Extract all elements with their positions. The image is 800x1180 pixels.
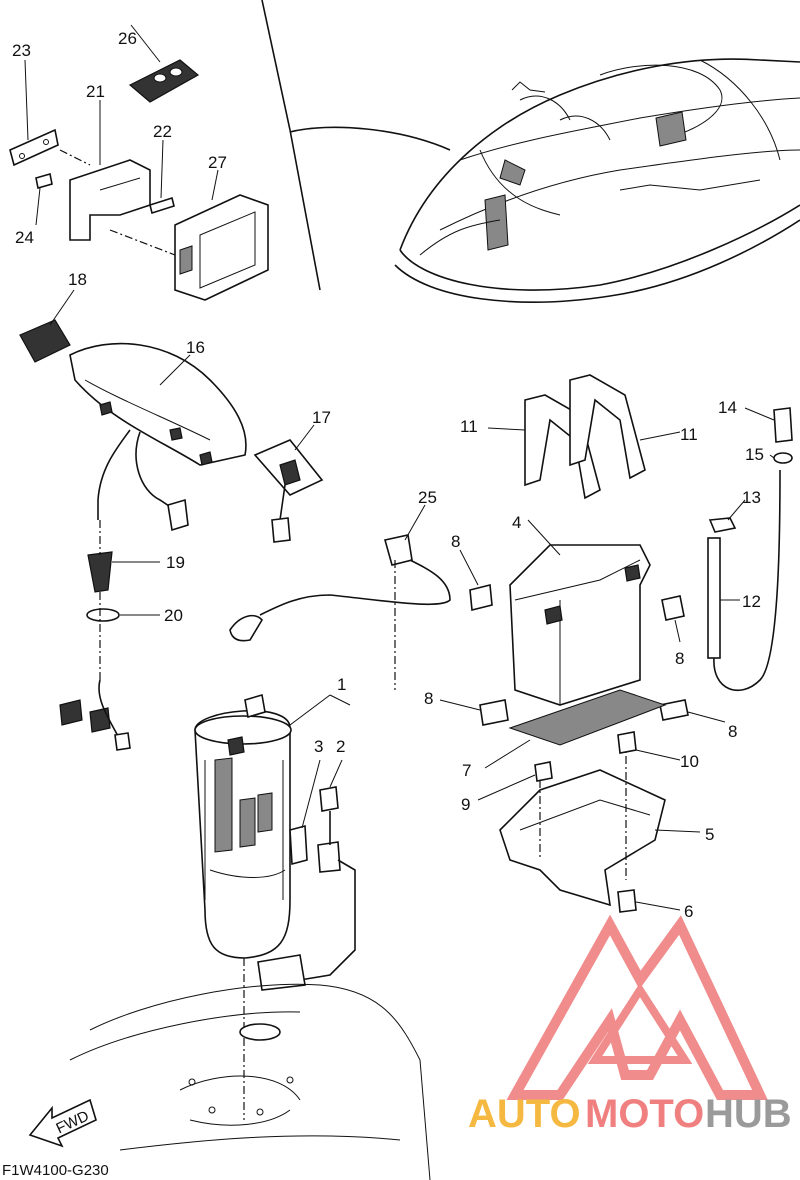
callout-7: 7 — [462, 761, 471, 780]
part-13-clip — [708, 499, 746, 533]
leader-line-jetski — [289, 126, 451, 151]
part-8-pads — [439, 549, 726, 726]
callout-8a: 8 — [451, 532, 460, 551]
callout-8b: 8 — [675, 649, 684, 668]
callout-26: 26 — [118, 29, 137, 48]
callout-17: 17 — [312, 408, 331, 427]
callout-20: 20 — [164, 606, 183, 625]
callout-15: 15 — [745, 445, 764, 464]
part-17-holder — [253, 424, 324, 543]
divider-line — [261, 0, 321, 291]
callout-8c: 8 — [424, 689, 433, 708]
callout-10: 10 — [680, 752, 699, 771]
part-7-mat — [484, 689, 667, 769]
part-11-straps — [487, 374, 681, 500]
callout-24: 24 — [15, 228, 34, 247]
callout-27: 27 — [208, 153, 227, 172]
callout-11b: 11 — [680, 425, 698, 444]
watermark-hub: HUB — [705, 1092, 792, 1136]
callout-13: 13 — [742, 488, 761, 507]
part-6-collar — [617, 889, 681, 913]
callout-4: 4 — [512, 513, 521, 532]
watercraft-illustration — [394, 58, 800, 303]
callout-1: 1 — [337, 675, 346, 694]
callout-19: 19 — [166, 553, 185, 572]
part-10-bolt — [617, 731, 681, 761]
part-18-bracket — [19, 289, 75, 363]
part-24-rivet — [35, 172, 53, 226]
part-2-connector — [257, 759, 356, 991]
part-12-hose — [707, 469, 781, 691]
part-19-grommet — [87, 520, 160, 593]
part-1-fuel-pump — [194, 693, 351, 1120]
harness-connector — [59, 679, 131, 751]
part-27-ecu — [174, 169, 269, 301]
part-14-fitting — [744, 407, 793, 443]
callout-14: 14 — [718, 398, 737, 417]
part-16-meter — [69, 342, 247, 532]
fwd-arrow-icon: FWD — [28, 1098, 97, 1148]
part-22-bolt — [149, 139, 175, 215]
part-15-clamp — [769, 452, 793, 464]
part-4-battery — [509, 519, 651, 706]
callout-11a: 11 — [460, 417, 478, 436]
watermark-auto: AUTO — [468, 1092, 581, 1136]
callout-18: 18 — [68, 270, 87, 289]
watermark-logo — [506, 914, 768, 1100]
watermark-moto: MOTO — [585, 1092, 704, 1136]
hull-floor — [69, 983, 431, 1180]
callout-22: 22 — [153, 122, 172, 141]
diagram-code: F1W4100-G230 — [2, 1162, 109, 1179]
callout-6: 6 — [684, 902, 693, 921]
part-9-bolt — [477, 761, 553, 801]
part-5-battery-box — [499, 740, 701, 907]
callout-21: 21 — [86, 82, 105, 101]
callout-labels: 1 2 3 4 5 6 7 8 8 8 8 9 10 11 11 12 13 1… — [12, 29, 764, 921]
callout-8d: 8 — [728, 722, 737, 741]
part-21-bracket — [59, 100, 176, 256]
part-26-remote — [128, 24, 200, 103]
callout-9: 9 — [461, 795, 470, 814]
callout-12: 12 — [742, 592, 761, 611]
callout-16: 16 — [186, 338, 205, 357]
callout-2: 2 — [336, 737, 345, 756]
callout-23: 23 — [12, 41, 31, 60]
callout-25: 25 — [418, 488, 437, 507]
callout-3: 3 — [314, 737, 323, 756]
part-3-connector — [289, 759, 321, 866]
part-25-sensor — [229, 504, 451, 690]
callout-5: 5 — [705, 825, 714, 844]
part-23-plate — [9, 59, 59, 167]
part-20-clamp — [86, 592, 160, 680]
